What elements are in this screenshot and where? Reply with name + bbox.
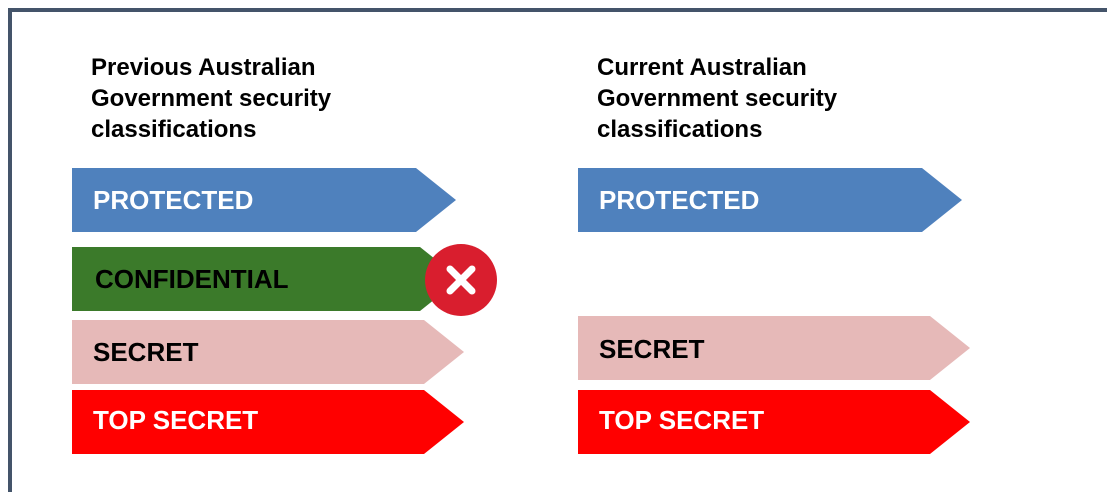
current-top-secret-label: TOP SECRET	[599, 405, 765, 435]
current-secret-label: SECRET	[599, 334, 705, 364]
current-heading-line-2: Government security	[597, 85, 838, 112]
current-heading-line-3: classifications	[597, 116, 763, 143]
current-protected-label: PROTECTED	[599, 185, 760, 215]
previous-top-secret-arrow	[72, 390, 464, 454]
previous-classifications-heading: Previous Australian Government security …	[91, 52, 331, 145]
previous-heading-line-3: classifications	[91, 116, 257, 143]
current-protected-arrow	[578, 168, 962, 232]
previous-heading-line-2: Government security	[91, 85, 332, 112]
close-circle-icon	[446, 265, 476, 295]
current-secret-arrow	[578, 316, 970, 380]
previous-protected-label: PROTECTED	[93, 185, 254, 215]
previous-top-secret-label: TOP SECRET	[93, 405, 259, 435]
current-heading-line-1: Current Australian	[597, 54, 807, 81]
current-classifications-heading: Current Australian Government security c…	[597, 52, 837, 145]
previous-confidential-arrow	[72, 247, 460, 311]
confidential-removed-badge	[425, 244, 497, 316]
current-top-secret-arrow	[578, 390, 970, 454]
previous-protected-arrow	[72, 168, 456, 232]
previous-heading-line-1: Previous Australian	[91, 54, 316, 81]
diagram-frame	[8, 8, 1107, 492]
previous-confidential-label: CONFIDENTIAL	[95, 264, 289, 294]
previous-secret-arrow	[72, 320, 464, 384]
previous-secret-label: SECRET	[93, 337, 199, 367]
